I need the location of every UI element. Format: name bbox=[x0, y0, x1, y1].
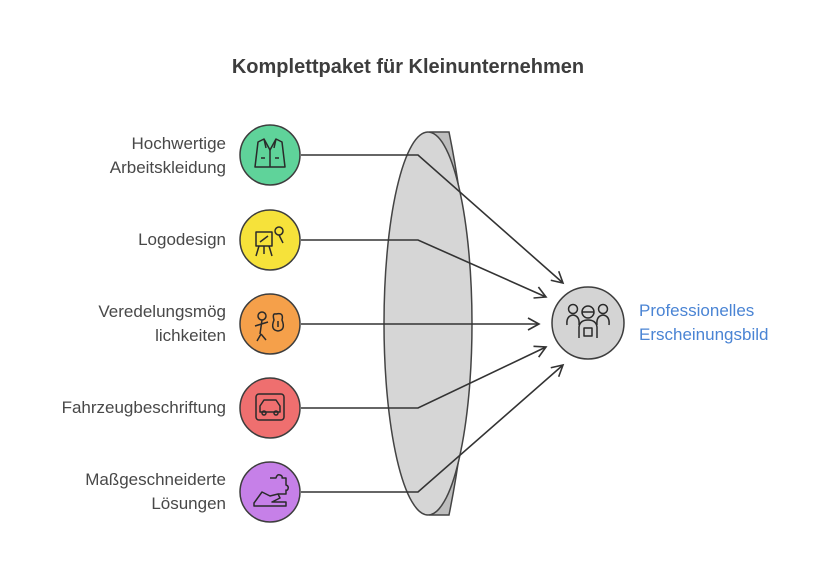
input-node-loesungen bbox=[239, 461, 301, 523]
diagram-title: Komplettpaket für Kleinunternehmen bbox=[231, 56, 585, 78]
label-line: Logodesign bbox=[138, 230, 226, 249]
label-line: Lösungen bbox=[151, 494, 226, 513]
output-node bbox=[551, 286, 625, 360]
output-label: Professionelles Erscheinungsbild bbox=[639, 299, 809, 347]
easel-icon bbox=[255, 226, 284, 257]
input-node-veredelung bbox=[239, 293, 301, 355]
input-label-arbeitskleidung: Hochwertige Arbeitskleidung bbox=[6, 132, 226, 180]
input-node-fahrzeug bbox=[239, 377, 301, 439]
connector-line-2 bbox=[301, 239, 548, 299]
input-node-logodesign bbox=[239, 209, 301, 271]
connector-lines bbox=[301, 154, 565, 493]
label-line: Hochwertige bbox=[131, 134, 227, 153]
input-label-fahrzeug: Fahrzeugbeschriftung bbox=[6, 396, 226, 420]
label-line: Erscheinungsbild bbox=[639, 325, 769, 344]
label-line: Veredelungsmög bbox=[98, 302, 226, 321]
team-icon bbox=[566, 303, 610, 338]
car-icon bbox=[255, 393, 285, 421]
label-line: Maßgeschneiderte bbox=[85, 470, 226, 489]
input-label-loesungen: Maßgeschneiderte Lösungen bbox=[6, 468, 226, 516]
money-bag-icon bbox=[254, 311, 285, 342]
puzzle-hand-icon bbox=[253, 474, 289, 507]
input-label-veredelung: Veredelungsmög lichkeiten bbox=[6, 300, 226, 348]
connector-line-5 bbox=[301, 363, 565, 493]
jacket-icon bbox=[254, 138, 286, 168]
input-node-arbeitskleidung bbox=[239, 124, 301, 186]
label-line: Arbeitskleidung bbox=[109, 158, 226, 177]
connector-line-1 bbox=[301, 154, 565, 285]
connector-line-4 bbox=[301, 345, 548, 409]
label-line: lichkeiten bbox=[155, 326, 226, 345]
label-line: Professionelles bbox=[639, 301, 755, 320]
label-line: Fahrzeugbeschriftung bbox=[61, 398, 226, 417]
input-label-logodesign: Logodesign bbox=[6, 228, 226, 252]
